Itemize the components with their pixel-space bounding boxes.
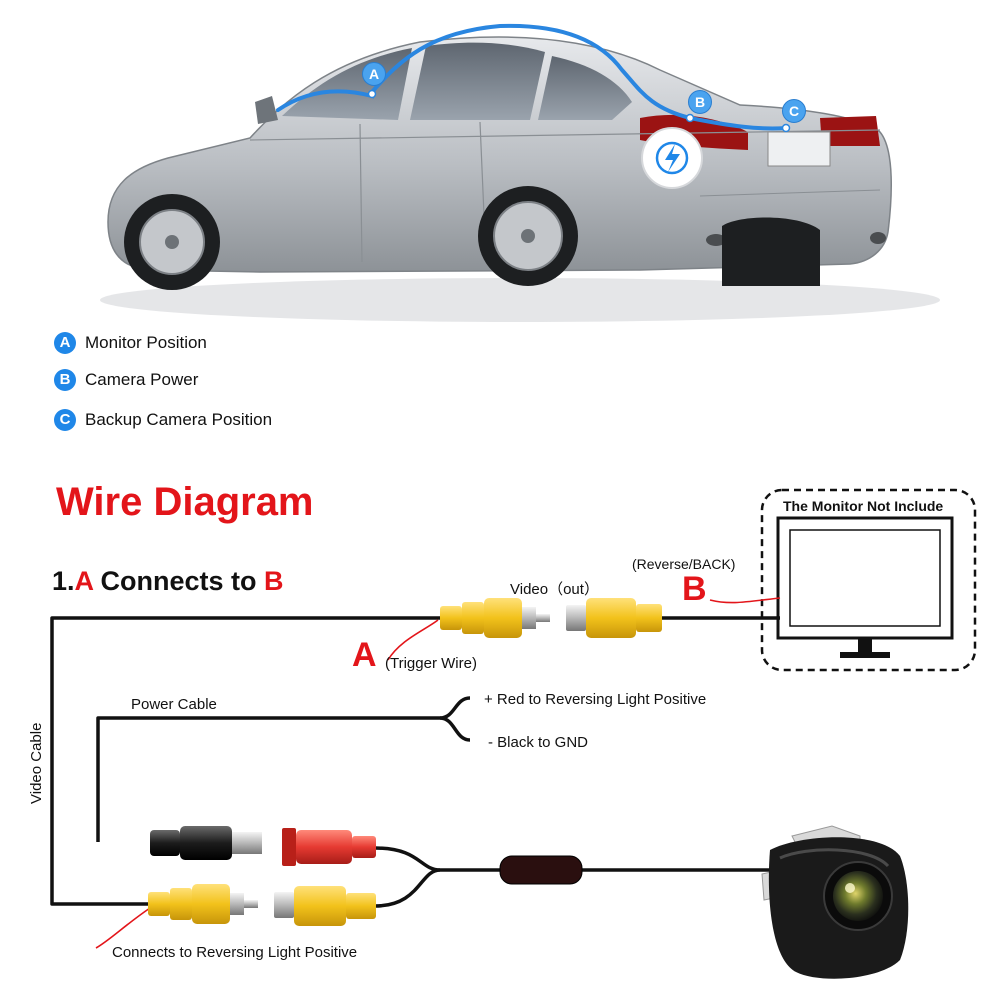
a-letter: A — [352, 636, 377, 674]
rca-female-top — [566, 598, 662, 638]
monitor-screen — [776, 516, 954, 640]
inline-filter — [499, 855, 583, 885]
monitor-dashed-box — [760, 488, 977, 672]
reverse-label: (Reverse/BACK) — [632, 556, 736, 572]
car-marker-a: A — [362, 62, 386, 86]
car-marker-b: B — [688, 90, 712, 114]
rca-female-bottom — [274, 886, 376, 926]
legend-letter: C — [54, 409, 76, 431]
legend-item-backup-camera-position: C Backup Camera Position — [54, 409, 272, 431]
rca-male-bottom — [148, 884, 258, 924]
video-out-label: Video（out） — [510, 581, 599, 598]
legend-label: Camera Power — [85, 370, 199, 389]
legend-letter: A — [54, 332, 76, 354]
car-marker-c: C — [782, 99, 806, 123]
b-letter: B — [682, 570, 707, 608]
backup-camera — [761, 825, 909, 979]
trigger-wire-label: (Trigger Wire) — [385, 655, 477, 672]
step-middle: Connects to — [93, 566, 265, 596]
connects-note: Connects to Reversing Light Positive — [112, 944, 358, 961]
power-cable-label: Power Cable — [131, 696, 217, 713]
cables — [50, 616, 780, 908]
wire-diagram-title: Wire Diagram — [56, 480, 314, 524]
car-illustration — [100, 36, 940, 322]
step-to: B — [264, 566, 284, 596]
legend-item-monitor-position: A Monitor Position — [54, 332, 207, 354]
legend-item-camera-power: B Camera Power — [54, 369, 198, 391]
dc-socket-red — [282, 828, 376, 866]
legend-label: Backup Camera Position — [85, 410, 273, 429]
dc-plug-black — [150, 826, 262, 860]
monitor-note: The Monitor Not Include — [783, 498, 944, 514]
legend-label: Monitor Position — [85, 333, 207, 352]
step-prefix: 1. — [52, 566, 75, 596]
legend-letter: B — [54, 369, 76, 391]
black-wire-label: - Black to GND — [488, 734, 589, 751]
step-title: 1.A Connects to B — [52, 566, 284, 597]
red-wire-label: + Red to Reversing Light Positive — [484, 691, 707, 708]
video-cable-label: Video Cable — [28, 722, 45, 804]
rca-male-top — [440, 598, 550, 638]
step-from: A — [74, 566, 94, 596]
